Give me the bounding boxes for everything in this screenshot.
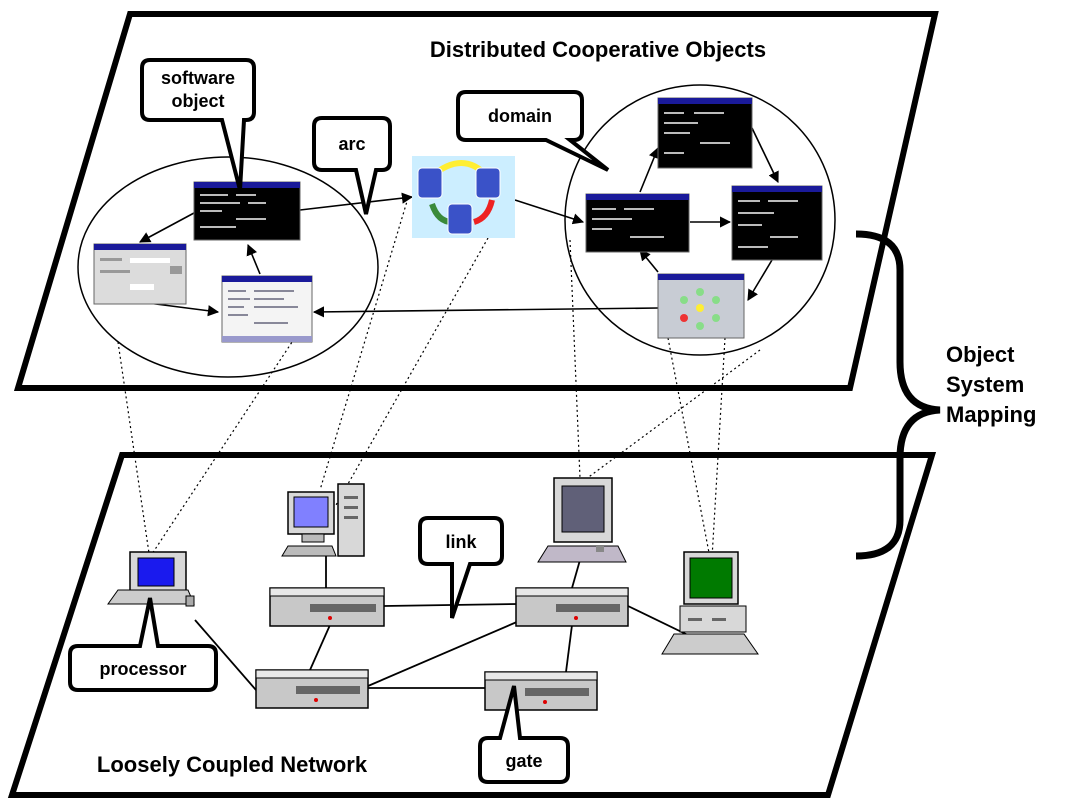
object-arcs (139, 127, 779, 318)
software-object-window-console (193, 181, 301, 241)
server-bottom-right (484, 671, 598, 711)
server-top-right (515, 587, 629, 627)
workstation-blue-tower (281, 483, 365, 557)
upper-plane-title: Distributed Cooperative Objects (430, 37, 766, 62)
lower-plane (7, 452, 937, 798)
gate-label: gate (505, 751, 542, 771)
domain-label: domain (488, 106, 552, 126)
server-bottom-left (255, 669, 369, 709)
domain-circle (564, 84, 836, 356)
processor-callout: processor (68, 597, 218, 692)
software-object-callout: software object (140, 58, 256, 191)
gate-callout: gate (478, 685, 570, 784)
database-arc-icon (412, 156, 515, 238)
processor-label: processor (99, 659, 186, 679)
domain-window-top (657, 97, 753, 169)
laptop-processor (107, 551, 195, 607)
domain-window-left (585, 193, 690, 253)
workstation-green (661, 551, 759, 655)
mapping-label-line2: System (946, 372, 1024, 397)
link-callout: link (418, 516, 504, 619)
arc-label: arc (338, 134, 365, 154)
network-links (194, 555, 691, 691)
link-label: link (445, 532, 477, 552)
domain-window-graph (657, 273, 745, 339)
workstation-purple (537, 477, 627, 563)
mapping-label-line3: Mapping (946, 402, 1036, 427)
software-object-label-line1: software (161, 68, 235, 88)
mapping-lines (117, 197, 761, 561)
object-group-left (77, 156, 379, 378)
software-object-window-dialog (93, 243, 187, 305)
server-top-left (269, 587, 385, 627)
mapping-brace (855, 230, 941, 560)
domain-callout: domain (456, 90, 610, 172)
software-object-label-line2: object (171, 91, 224, 111)
lower-plane-title: Loosely Coupled Network (97, 752, 368, 777)
arc-callout: arc (312, 116, 392, 215)
mapping-label-line1: Object (946, 342, 1015, 367)
software-object-window-list (221, 275, 313, 343)
domain-window-right (731, 185, 823, 261)
